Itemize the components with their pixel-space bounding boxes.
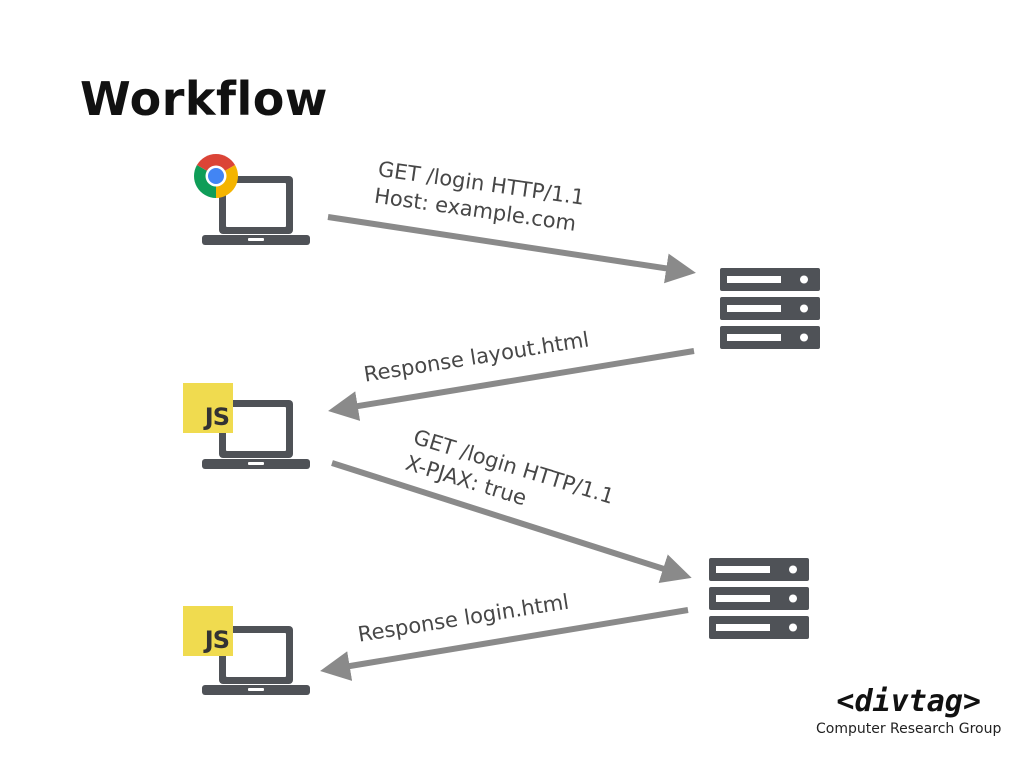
js-badge-label: JS <box>204 403 230 431</box>
js-badge-label: JS <box>204 626 230 654</box>
laptop-icon <box>202 400 310 469</box>
brand-name: <divtag> <box>836 684 981 719</box>
brand-logo: <divtag> Computer Research Group <box>816 684 1001 737</box>
brand-subtitle: Computer Research Group <box>816 721 1002 737</box>
laptop-icon <box>202 176 310 245</box>
server-icon <box>709 558 809 639</box>
arrow-response-1 <box>328 348 695 421</box>
slide-title: Workflow <box>80 72 328 126</box>
laptop-icon <box>202 626 310 695</box>
arrow-response-2 <box>320 607 689 681</box>
arrow-request-2 <box>331 460 692 583</box>
server-icon <box>720 268 820 349</box>
arrow-request-1 <box>327 214 696 284</box>
js-badge: JS <box>183 383 233 433</box>
chrome-icon <box>194 154 238 198</box>
js-badge: JS <box>183 606 233 656</box>
